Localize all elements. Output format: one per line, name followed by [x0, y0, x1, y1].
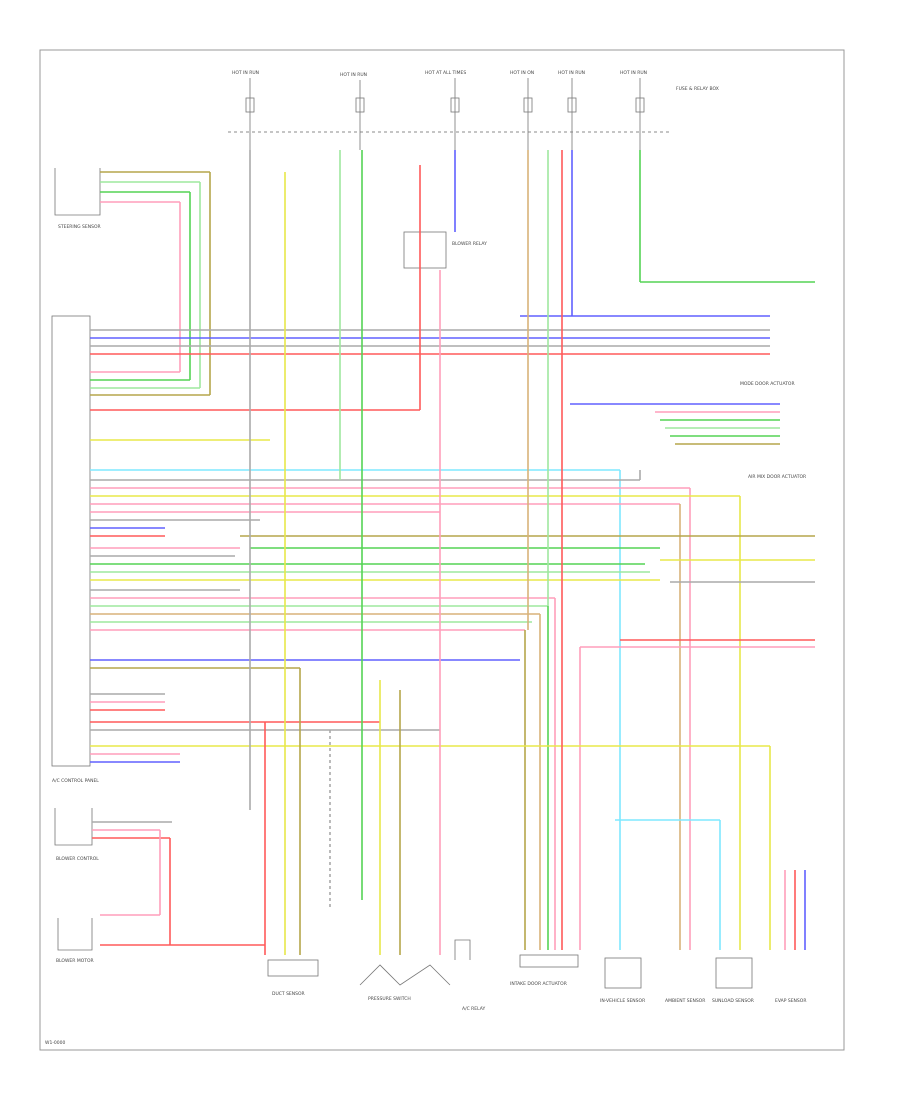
wire-harness: [90, 150, 815, 955]
blower-relay: BLOWER RELAY: [403, 231, 487, 269]
fuse-f3: HOT AT ALL TIMES: [425, 70, 466, 150]
fuse-f6-label: HOT IN RUN: [620, 70, 647, 76]
svg-text:A/C CONTROL PANEL: A/C CONTROL PANEL: [52, 778, 99, 784]
svg-text:INTAKE DOOR ACTUATOR: INTAKE DOOR ACTUATOR: [510, 981, 567, 987]
component-ac-relay: A/C RELAY: [454, 939, 485, 1012]
fuse-f4-label: HOT IN ON: [510, 70, 534, 76]
fuse-f2-label: HOT IN RUN: [340, 72, 367, 78]
svg-text:DUCT SENSOR: DUCT SENSOR: [272, 991, 305, 997]
svg-text:AMBIENT SENSOR: AMBIENT SENSOR: [665, 998, 705, 1004]
svg-text:A/C RELAY: A/C RELAY: [462, 1006, 485, 1012]
svg-text:BLOWER MOTOR: BLOWER MOTOR: [56, 958, 94, 964]
svg-text:PRESSURE SWITCH: PRESSURE SWITCH: [368, 996, 411, 1002]
fuse-f5-label: HOT IN RUN: [558, 70, 585, 76]
bottom-components: DUCT SENSOR PRESSURE SWITCH A/C RELAY IN…: [267, 939, 806, 1012]
svg-text:SUNLOAD SENSOR: SUNLOAD SENSOR: [712, 998, 754, 1004]
blower-motor-connector: BLOWER CONTROL: [54, 808, 99, 862]
fuse-f5: HOT IN RUN: [558, 70, 585, 150]
fuse-f3-label: HOT AT ALL TIMES: [425, 70, 466, 76]
fuse-f2: HOT IN RUN: [340, 72, 367, 150]
component-ambient-sensor: AMBIENT SENSOR: [665, 998, 705, 1004]
svg-text:BLOWER RELAY: BLOWER RELAY: [452, 241, 487, 247]
fuse-f4: HOT IN ON: [510, 70, 534, 150]
footer-code: W1-0000: [45, 1040, 66, 1046]
steering-sensor-connector: STEERING SENSOR: [54, 168, 101, 230]
component-duct-sensor: DUCT SENSOR: [267, 959, 319, 997]
mode-door-label: MODE DOOR ACTUATOR: [740, 381, 795, 387]
svg-text:IN-VEHICLE SENSOR: IN-VEHICLE SENSOR: [600, 998, 645, 1004]
fuse-bus: HOT IN RUN HOT IN RUN HOT AT ALL TIMES H…: [228, 70, 719, 150]
blower-motor: BLOWER MOTOR: [56, 918, 94, 964]
fuse-f6: HOT IN RUN: [620, 70, 647, 150]
fuse-f1: HOT IN RUN: [232, 70, 259, 150]
component-in-vehicle-sensor: IN-VEHICLE SENSOR: [600, 957, 645, 1004]
svg-text:STEERING SENSOR: STEERING SENSOR: [58, 224, 101, 230]
diagram-frame: [39, 49, 845, 1051]
component-sunload-sensor: SUNLOAD SENSOR: [712, 957, 754, 1004]
svg-text:EVAP SENSOR: EVAP SENSOR: [775, 998, 806, 1004]
component-intake-door: INTAKE DOOR ACTUATOR: [510, 954, 579, 987]
fuse-f1-label: HOT IN RUN: [232, 70, 259, 76]
component-pressure-switch: PRESSURE SWITCH: [359, 964, 451, 1002]
ac-control-panel: A/C CONTROL PANEL: [51, 315, 99, 784]
air-mix-label: AIR MIX DOOR ACTUATOR: [748, 474, 806, 480]
svg-text:BLOWER CONTROL: BLOWER CONTROL: [56, 856, 99, 862]
fuse-box-label: FUSE & RELAY BOX: [676, 86, 719, 92]
component-evap-sensor: EVAP SENSOR: [775, 998, 806, 1004]
